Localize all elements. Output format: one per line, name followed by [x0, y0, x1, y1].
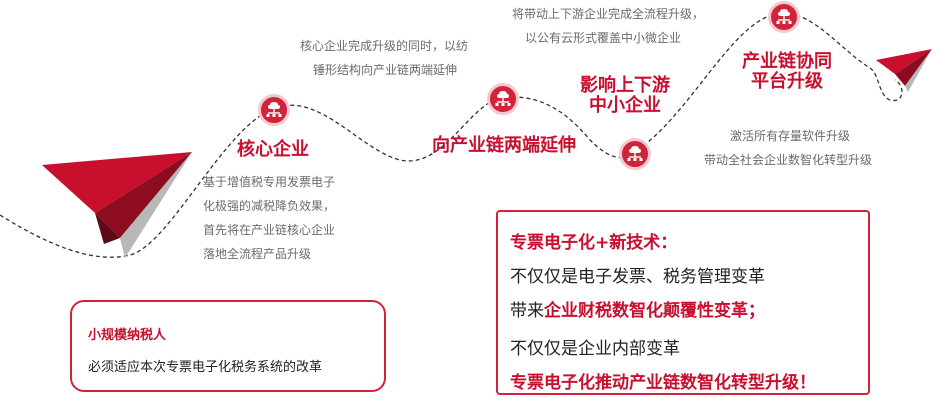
stage-title-platform-upgrade: 产业链协同 平台升级	[742, 52, 832, 92]
network-node-icon	[258, 94, 290, 126]
small-taxpayer-box: 小规模纳税人 必须适应本次专票电子化税务系统的改革	[70, 300, 386, 392]
paper-plane-icon	[42, 152, 192, 258]
summary-heading: 专票电子化+新技术：	[510, 233, 678, 253]
summary-line-4: 不仅仅是企业内部变革	[510, 339, 680, 359]
dashed-journey-path	[0, 12, 903, 258]
stage-desc-extend-chain: 核心企业完成升级的同时，以纺 锤形结构向产业链两端延伸	[300, 34, 468, 82]
small-taxpayer-title: 小规模纳税人	[88, 328, 167, 343]
desc-line: 首先将在产业链核心企业	[203, 223, 336, 237]
summary-line-2: 不仅仅是电子发票、税务管理变革	[510, 267, 765, 287]
stage-desc-core-enterprise: 基于增值税专用发票电子 化极强的减税降负效果， 首先将在产业链核心企业 落地全流…	[203, 170, 335, 266]
stage-title-extend-chain: 向产业链两端延伸	[432, 135, 576, 156]
title-line: 中小企业	[589, 95, 661, 116]
stage-title-affect-smes: 影响上下游 中小企业	[580, 76, 670, 116]
title-line: 影响上下游	[580, 75, 670, 96]
stage-title-core-enterprise: 核心企业	[237, 139, 309, 160]
summary-line-3-prefix: 带来	[510, 301, 544, 321]
desc-line: 带动全社会企业数智化转型升级	[704, 153, 873, 167]
summary-line-3-emphasis: 企业财税数智化颠覆性变革；	[544, 301, 765, 321]
desc-line: 落地全流程产品升级	[203, 247, 312, 261]
desc-line: 锤形结构向产业链两端延伸	[313, 63, 458, 77]
stage-desc-affect-smes: 将带动上下游企业完成全流程升级， 以公有云形式覆盖中小微企业	[512, 2, 704, 50]
network-node-icon	[487, 83, 519, 115]
summary-box: 专票电子化+新技术： 不仅仅是电子发票、税务管理变革 带来企业财税数智化颠覆性变…	[496, 210, 870, 395]
desc-line: 基于增值税专用发票电子	[203, 175, 336, 189]
title-line: 产业链协同	[742, 51, 832, 72]
desc-line: 激活所有存量软件升级	[730, 129, 851, 143]
summary-line-3: 带来企业财税数智化颠覆性变革；	[510, 296, 765, 321]
desc-line: 核心企业完成升级的同时，以纺	[300, 39, 469, 53]
desc-line: 化极强的减税降负效果，	[203, 199, 336, 213]
title-line: 平台升级	[751, 71, 823, 92]
desc-line: 将带动上下游企业完成全流程升级，	[512, 7, 705, 21]
desc-line: 以公有云形式覆盖中小微企业	[525, 31, 682, 45]
summary-conclusion: 专票电子化推动产业链数智化转型升级！	[510, 373, 816, 393]
stage-desc-platform-upgrade: 激活所有存量软件升级 带动全社会企业数智化转型升级	[704, 124, 872, 172]
small-paper-plane-icon	[876, 49, 932, 92]
network-node-icon	[619, 138, 651, 170]
network-node-icon	[768, 1, 800, 33]
small-taxpayer-text: 必须适应本次专票电子化税务系统的改革	[88, 360, 323, 375]
